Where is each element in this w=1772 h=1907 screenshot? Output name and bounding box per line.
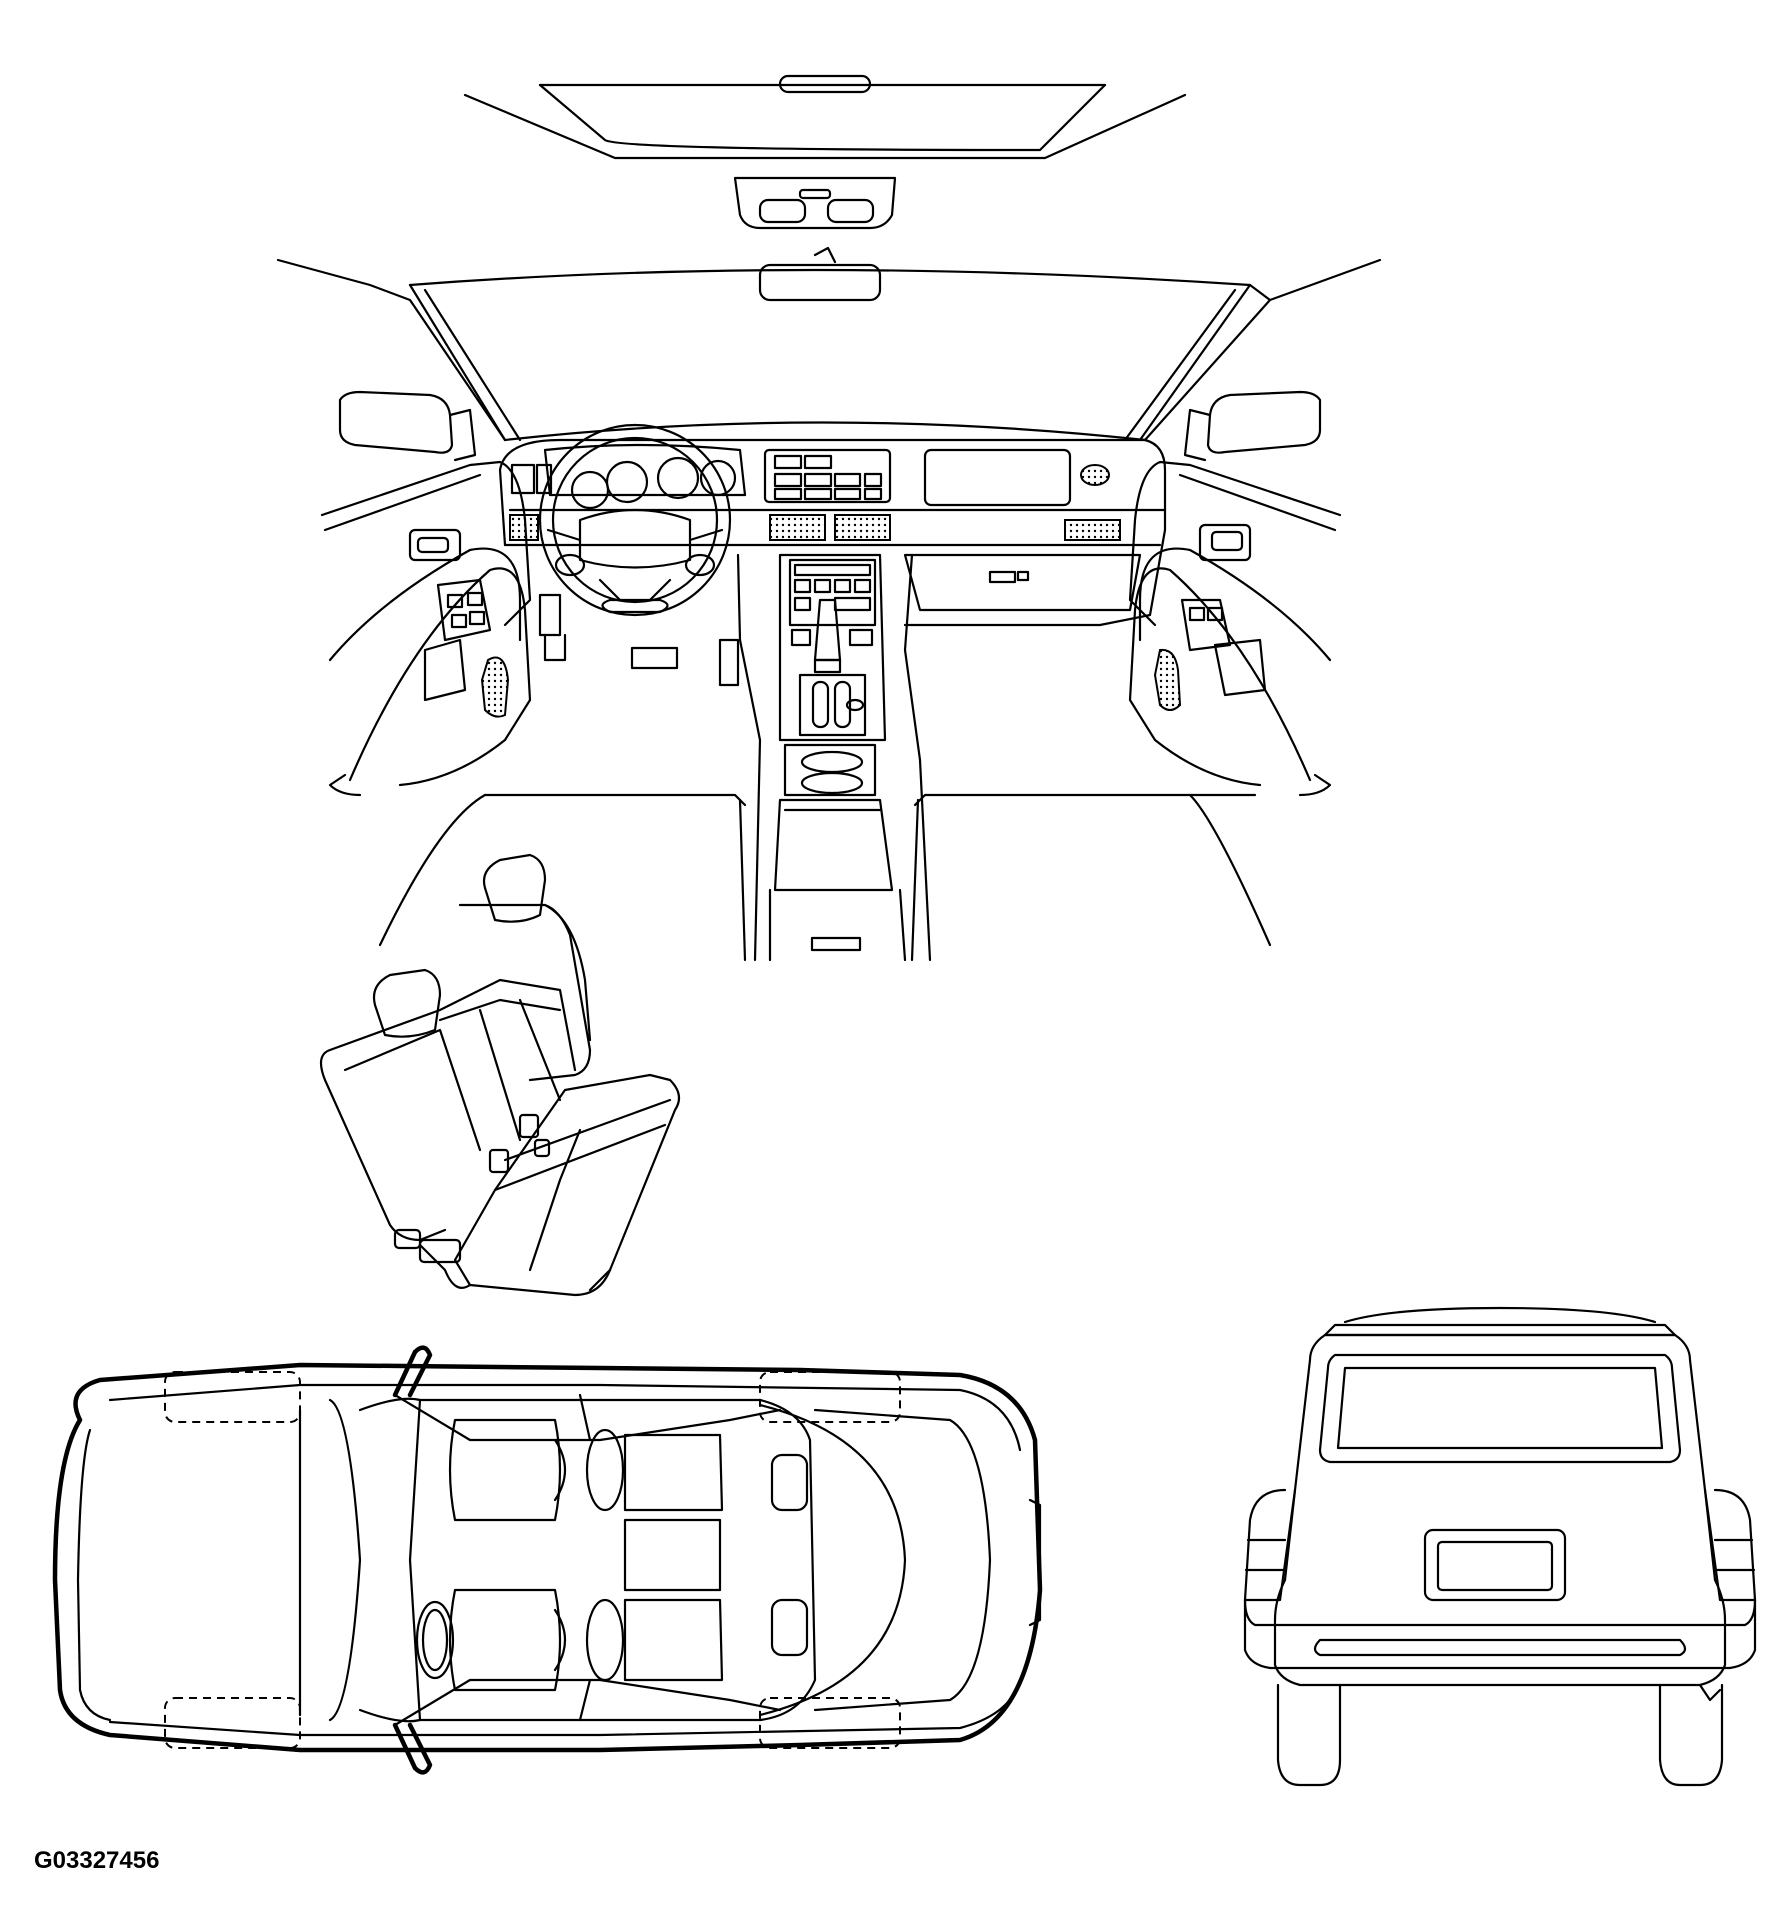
steering-wheel bbox=[538, 423, 732, 617]
rear-seat-view bbox=[319, 853, 681, 1297]
rear-exterior-view bbox=[1243, 1306, 1757, 1787]
figure-id-label: G03327456 bbox=[34, 1847, 160, 1874]
left-door bbox=[320, 460, 532, 797]
dome-light bbox=[733, 176, 897, 230]
pedals bbox=[538, 593, 740, 687]
sunroof bbox=[463, 74, 1187, 160]
center-console bbox=[378, 553, 1272, 962]
interior-dashboard-view bbox=[276, 74, 1382, 962]
dashboard bbox=[498, 438, 1167, 627]
right-side-mirror bbox=[1183, 390, 1322, 462]
left-side-mirror bbox=[338, 390, 477, 462]
right-door bbox=[1128, 460, 1342, 797]
windshield-frame bbox=[276, 258, 1382, 442]
top-plan-view bbox=[52, 1345, 1043, 1775]
rearview-mirror bbox=[758, 246, 882, 302]
